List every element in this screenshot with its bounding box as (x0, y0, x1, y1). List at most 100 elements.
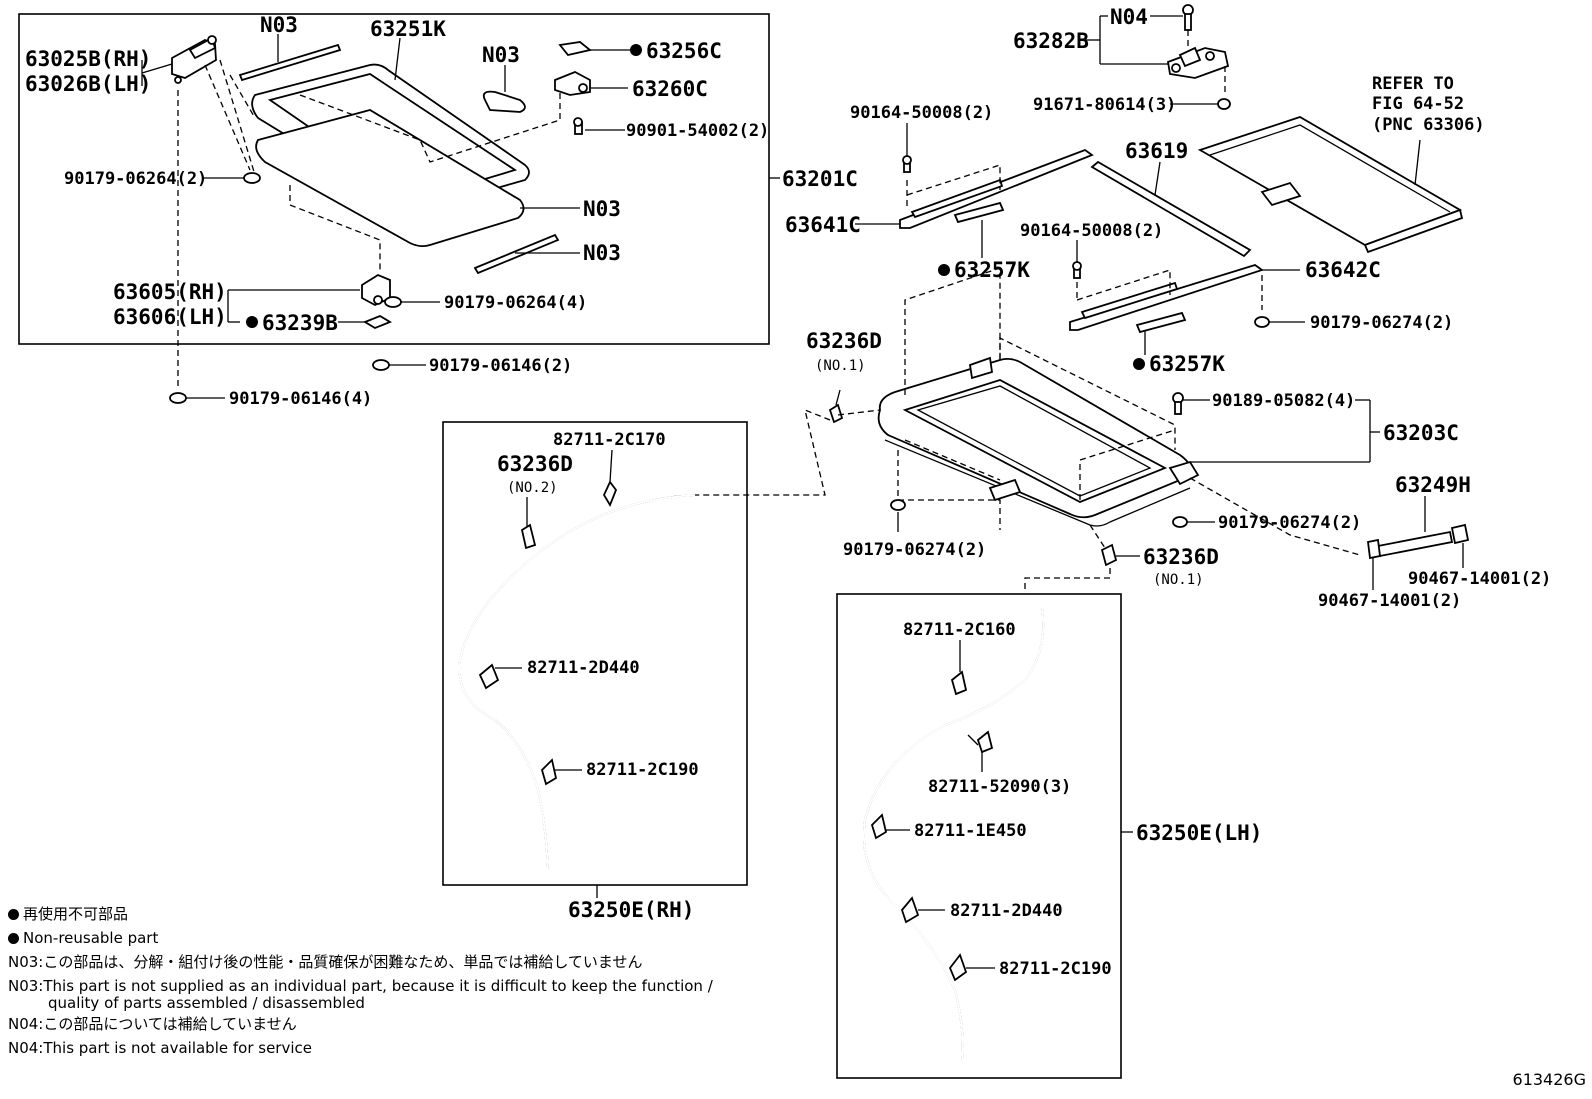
sunshade-panel (1197, 116, 1464, 254)
label-refer-2: FIG 64-52 (1372, 94, 1464, 114)
label-63250e-rh: 63250E(RH) (568, 898, 694, 922)
label-63257k-b: 63257K (1149, 352, 1225, 376)
drain-hose-lh-box (836, 593, 1122, 1079)
pad-63239b (362, 314, 393, 330)
drain-hose-rh (458, 494, 696, 871)
label-90467-a: 90467-14001(2) (1408, 569, 1551, 589)
label-n03-c: N03 (583, 197, 621, 221)
label-n03-d: N03 (583, 241, 621, 265)
label-82711-2d440-b: 82711-2D440 (950, 901, 1063, 921)
nut-90179-06264-bottom (384, 296, 402, 308)
label-63201c: 63201C (782, 167, 858, 191)
screw-90189 (1172, 392, 1184, 415)
label-90467-b: 90467-14001(2) (1318, 591, 1461, 611)
clip-82711-2c190-rh (540, 758, 558, 786)
label-63251k: 63251K (370, 17, 446, 41)
note-n03-en-2: quality of parts assembled / disassemble… (48, 994, 365, 1012)
label-90179-06274-a: 90179-06274(2) (1310, 313, 1453, 333)
label-90179-06264-4: 90179-06264(4) (444, 293, 587, 313)
label-63250e-lh: 63250E(LH) (1136, 821, 1262, 845)
label-63619: 63619 (1125, 139, 1188, 163)
clip-63236d-no1-top (828, 403, 844, 424)
label-63606: 63606(LH) (113, 305, 227, 329)
note-n04-en: N04:This part is not available for servi… (8, 1039, 312, 1057)
label-90179-06274-c: 90179-06274(2) (843, 540, 986, 560)
label-refer-1: REFER TO (1372, 74, 1454, 94)
label-63605: 63605(RH) (113, 280, 227, 304)
bolt-n04 (1182, 4, 1194, 31)
clip-91671 (1217, 98, 1231, 110)
label-82711-2c190-b: 82711-2C190 (999, 959, 1112, 979)
label-n04: N04 (1110, 5, 1148, 29)
legend-notes: 再使用不可部品 Non-reusable part N03:この部品は、分解・組… (8, 902, 808, 1060)
label-no2: (NO.2) (507, 480, 558, 496)
label-63257k-a: 63257K (954, 258, 1030, 282)
nut-90179-06274-a (1254, 316, 1270, 328)
clip-82711-2c190-lh (948, 953, 968, 982)
glass-panel (255, 109, 525, 248)
figure-id: 613426G (1512, 1070, 1586, 1089)
pad-63257k-b (1135, 311, 1187, 334)
label-63236d-b: 63236D (1143, 545, 1219, 569)
clip-82711-2c170 (602, 480, 618, 508)
note-non-reusable-jp: 再使用不可部品 (8, 902, 808, 926)
label-63641c: 63641C (785, 213, 861, 237)
n03-cap (482, 90, 526, 113)
screw-90901 (573, 117, 583, 135)
nut-90179-06274-c (1172, 516, 1188, 528)
label-90901: 90901-54002(2) (626, 121, 769, 141)
clip-82711-2c160 (950, 670, 968, 696)
n03-strip-top (238, 43, 342, 82)
label-no1-a: (NO.1) (815, 358, 866, 374)
label-63642c: 63642C (1305, 258, 1381, 282)
note-n04-jp: N04:この部品については補給していません (8, 1015, 297, 1033)
clip-82711-2d440-rh (478, 663, 500, 690)
bullet-dot-icon (8, 933, 19, 944)
label-90164-a: 90164-50008(2) (850, 103, 993, 123)
label-90179-06264-2: 90179-06264(2) (64, 169, 207, 189)
label-90164-b: 90164-50008(2) (1020, 221, 1163, 241)
label-90179-06146-4: 90179-06146(4) (229, 389, 372, 409)
n03-strip-bottom (473, 233, 560, 275)
rail-63642c (1069, 264, 1264, 331)
clip-63236d-no1-bottom (1100, 543, 1118, 567)
nut-90179-06274-b (890, 499, 906, 511)
label-no1-b: (NO.1) (1153, 572, 1204, 588)
clip-63256c (558, 41, 593, 57)
nut-90179-06146-b (169, 392, 187, 404)
clip-82711-2d440-lh (900, 896, 920, 924)
drain-hose-lh (862, 607, 1045, 1061)
drain-hose-rh-box (442, 421, 748, 886)
label-63025b: 63025B(RH) (25, 47, 151, 71)
label-90179-06146-2: 90179-06146(2) (429, 356, 572, 376)
label-63236d-c: 63236D (497, 452, 573, 476)
label-63249h: 63249H (1395, 473, 1471, 497)
seal-bar-63619 (1090, 160, 1252, 258)
label-82711-2c160: 82711-2C160 (903, 620, 1016, 640)
label-n03-a: N03 (260, 13, 298, 37)
bracket-63282b (1166, 46, 1230, 79)
label-63236d-a: 63236D (806, 329, 882, 353)
label-n03-b: N03 (482, 43, 520, 67)
note-n03-jp: N03:この部品は、分解・組付け後の性能・品質確保が困難なため、単品では補給して… (8, 953, 643, 971)
label-82711-2d440-a: 82711-2D440 (527, 658, 640, 678)
label-63026b: 63026B(LH) (25, 72, 151, 96)
clip-82711-52090 (976, 730, 994, 754)
label-82711-2c190-a: 82711-2C190 (586, 760, 699, 780)
glass-assembly-box (18, 13, 770, 345)
clip-82711-1e450 (870, 813, 888, 840)
nut-90179-06146-a (372, 359, 390, 371)
rail-63641c (899, 148, 1094, 229)
label-refer-3: (PNC 63306) (1372, 115, 1485, 135)
label-63239b: 63239B (262, 311, 338, 335)
clip-63236d-no2 (520, 523, 537, 550)
sunroof-frame-63203c (877, 356, 1200, 527)
label-82711-2c170: 82711-2C170 (553, 430, 666, 450)
nut-90179-06264-top (243, 172, 261, 184)
pad-63257k-a (953, 201, 1005, 224)
note-non-reusable-en: Non-reusable part (8, 926, 808, 950)
hinge-bracket-upper (171, 35, 217, 84)
note-n03-en-1: N03:This part is not supplied as an indi… (8, 977, 713, 995)
label-63260c: 63260C (632, 77, 708, 101)
